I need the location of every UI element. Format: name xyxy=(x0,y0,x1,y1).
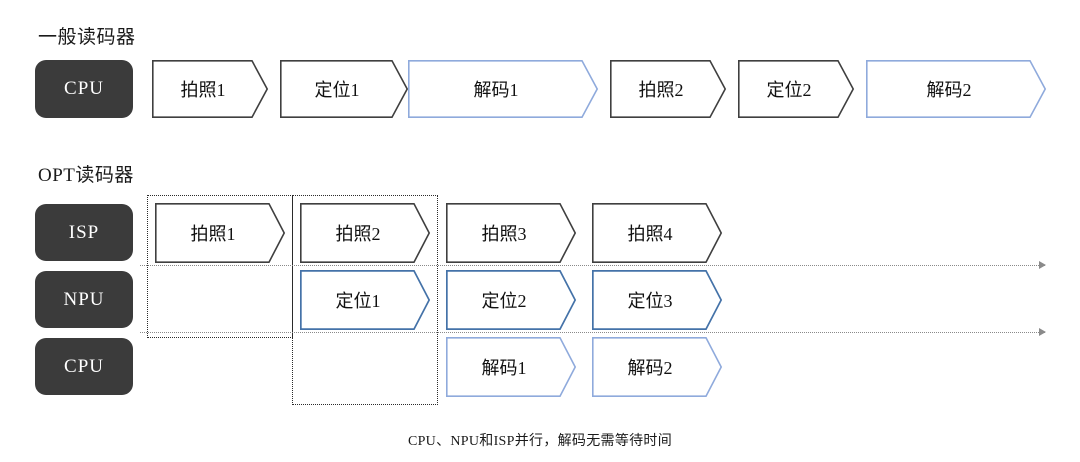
bottom-task-isp-3: 拍照3 xyxy=(446,203,577,263)
chevron-shape xyxy=(610,60,727,118)
bottom-task-cpu-1: 解码1 xyxy=(446,337,577,397)
chevron-shape xyxy=(300,270,431,330)
chevron-shape xyxy=(592,203,723,263)
npu-timeline xyxy=(140,328,1046,336)
top-task-2: 定位1 xyxy=(280,60,409,118)
chevron-shape xyxy=(408,60,599,118)
chevron-shape xyxy=(446,337,577,397)
bottom-task-npu-1: 定位1 xyxy=(300,270,431,330)
top-task-1: 拍照1 xyxy=(152,60,269,118)
bottom-section-heading: OPT读码器 xyxy=(38,165,134,186)
top-task-4: 拍照2 xyxy=(610,60,727,118)
top-processor-label-cpu: CPU xyxy=(35,60,133,118)
top-task-3: 解码1 xyxy=(408,60,599,118)
chevron-shape xyxy=(280,60,409,118)
pipeline-stage-2 xyxy=(292,195,438,405)
chevron-shape xyxy=(866,60,1047,118)
arrow-head-icon xyxy=(1039,261,1046,269)
chevron-shape xyxy=(152,60,269,118)
chevron-shape xyxy=(446,203,577,263)
isp-timeline xyxy=(140,261,1046,269)
bottom-processor-label-isp: ISP xyxy=(35,204,133,261)
bottom-task-npu-2: 定位2 xyxy=(446,270,577,330)
diagram-caption: CPU、NPU和ISP并行，解码无需等待时间 xyxy=(407,434,673,449)
chevron-shape xyxy=(738,60,855,118)
arrow-head-icon xyxy=(1039,328,1046,336)
bottom-task-npu-3: 定位3 xyxy=(592,270,723,330)
chevron-shape xyxy=(300,203,431,263)
bottom-task-cpu-2: 解码2 xyxy=(592,337,723,397)
top-task-6: 解码2 xyxy=(866,60,1047,118)
chevron-shape xyxy=(446,270,577,330)
bottom-task-isp-2: 拍照2 xyxy=(300,203,431,263)
bottom-processor-label-npu: NPU xyxy=(35,271,133,328)
timeline-line xyxy=(140,332,1045,333)
top-section-heading: 一般读码器 xyxy=(38,27,136,48)
chevron-shape xyxy=(155,203,286,263)
bottom-task-isp-1: 拍照1 xyxy=(155,203,286,263)
top-task-5: 定位2 xyxy=(738,60,855,118)
timeline-line xyxy=(140,265,1045,266)
bottom-processor-label-cpu: CPU xyxy=(35,338,133,395)
chevron-shape xyxy=(592,337,723,397)
bottom-task-isp-4: 拍照4 xyxy=(592,203,723,263)
chevron-shape xyxy=(592,270,723,330)
